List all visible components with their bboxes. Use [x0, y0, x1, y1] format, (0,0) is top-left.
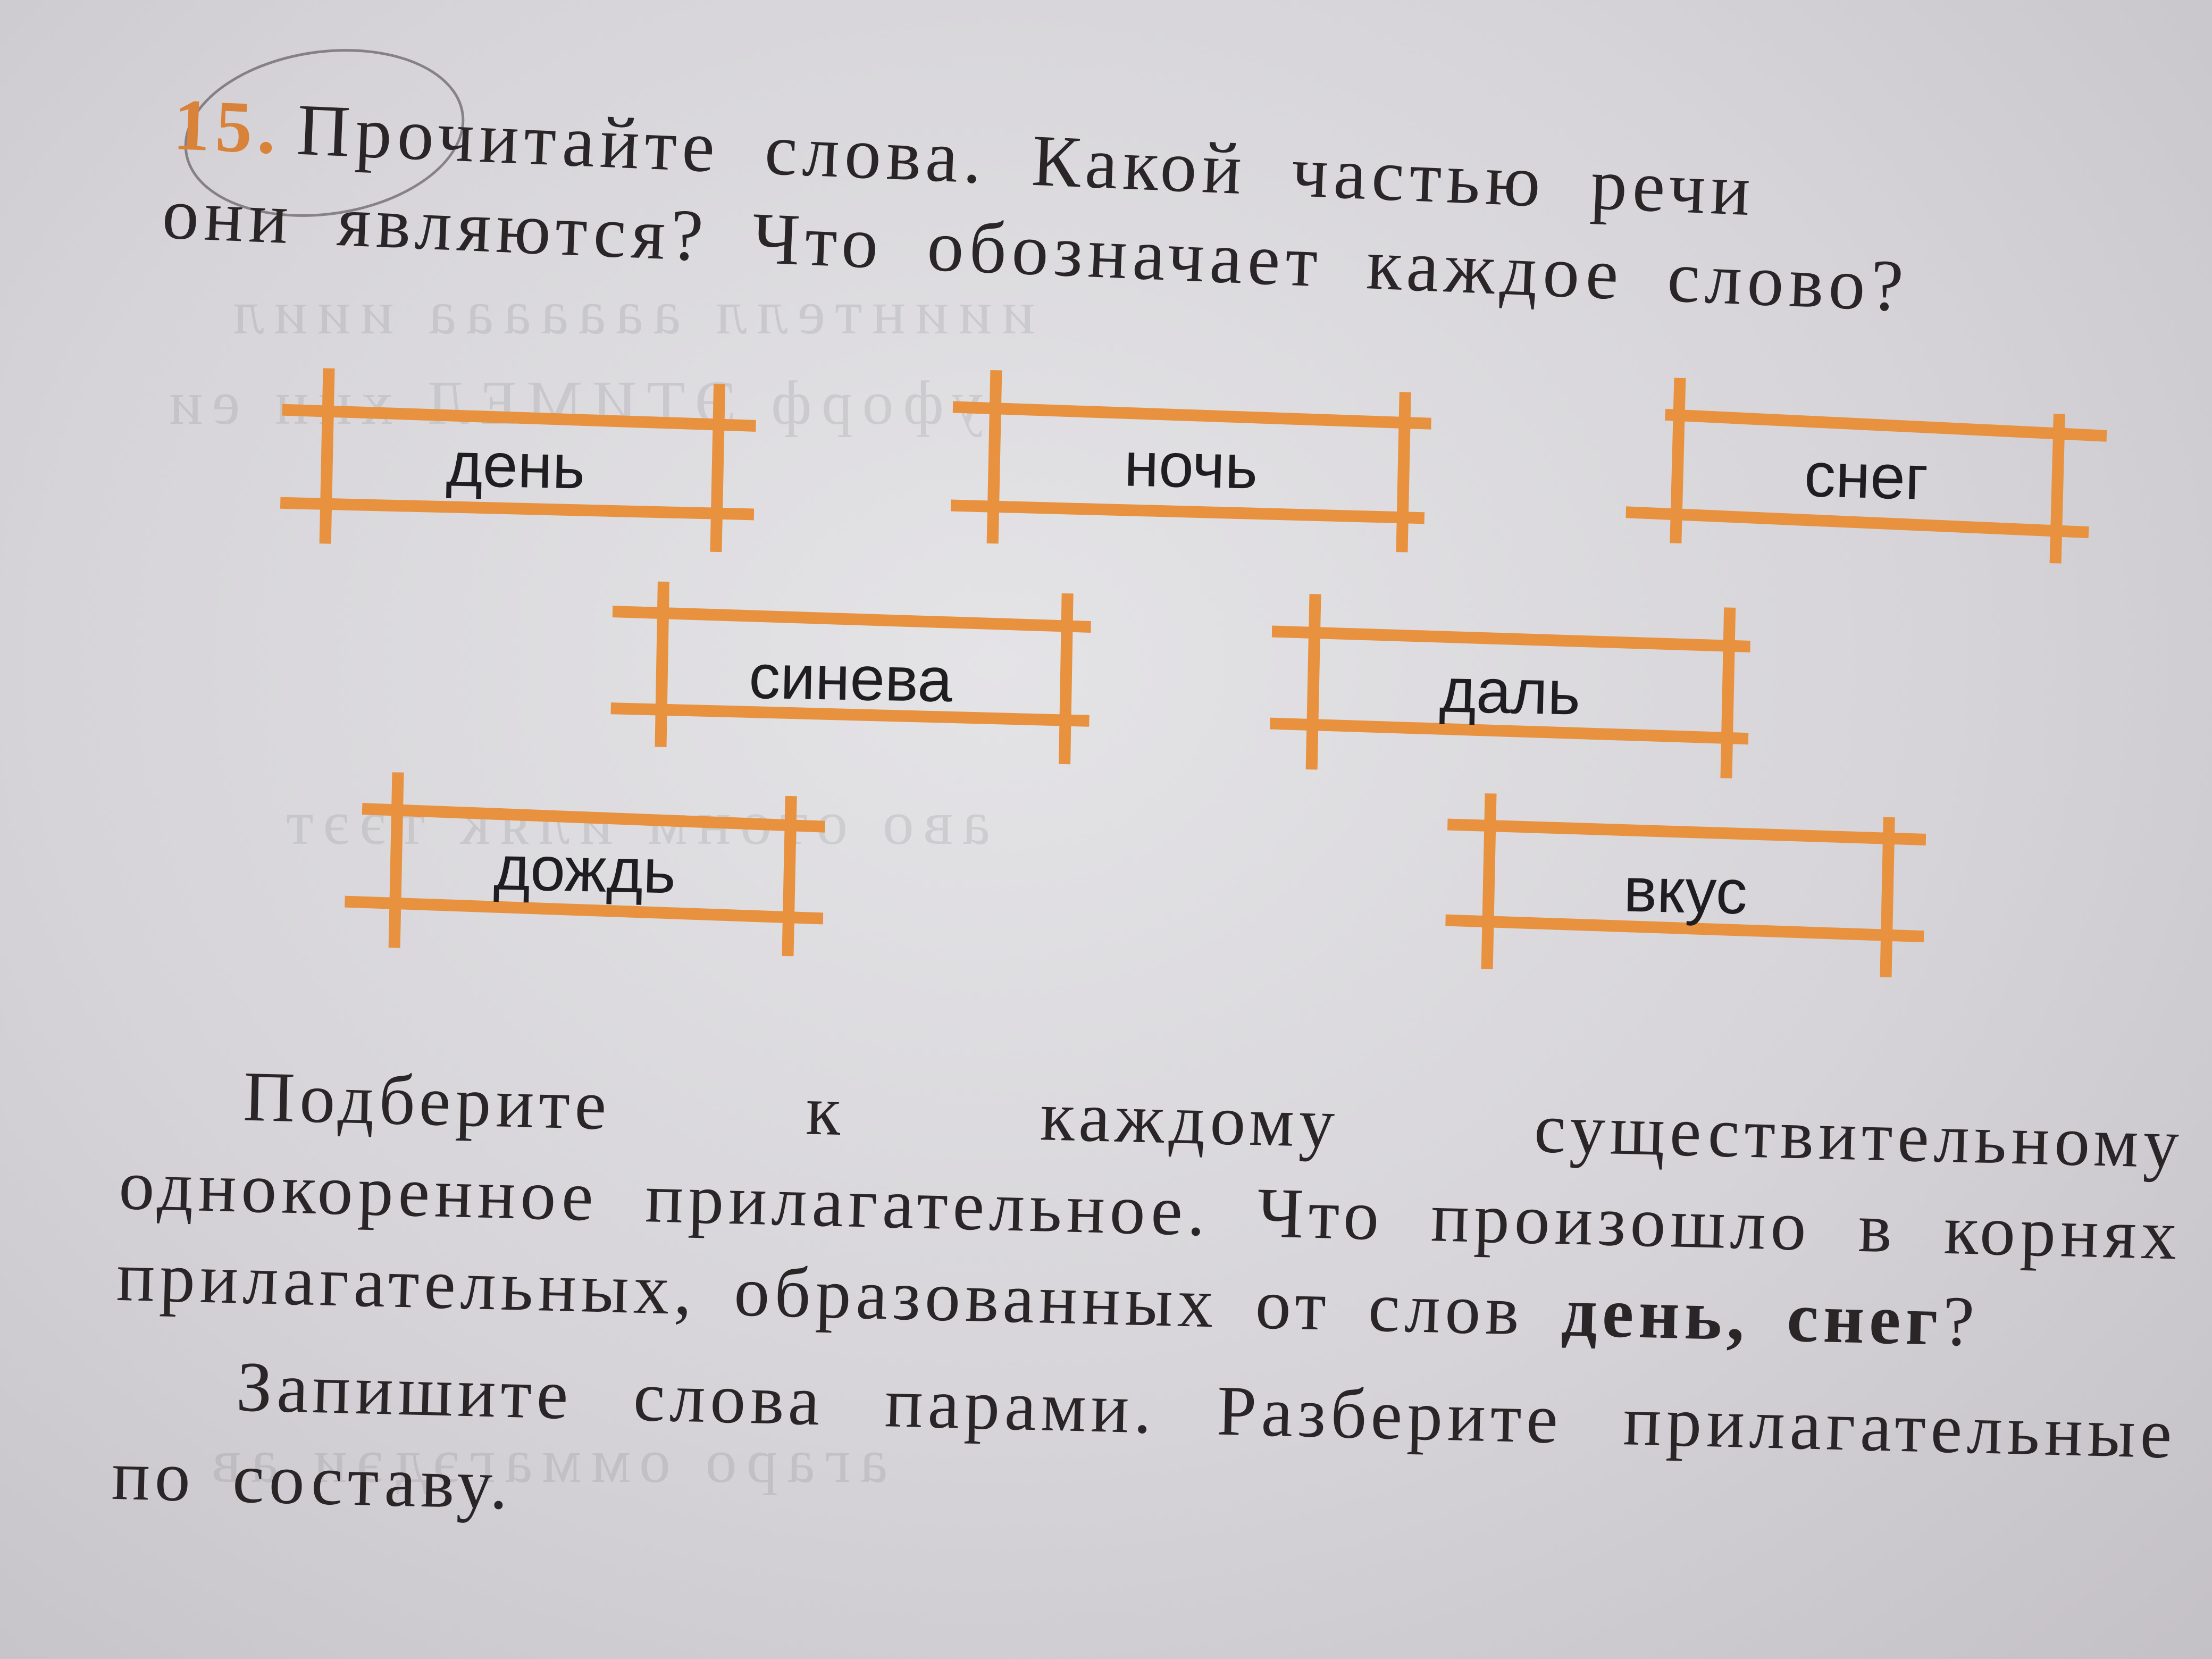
paragraph-2-text: Запишите слова парами. Разберите прилага…: [111, 1347, 2178, 1524]
exercise-number: 15.: [172, 83, 283, 170]
word-frame-den: день: [275, 367, 757, 553]
frame-lines: [950, 370, 1432, 553]
frame-lines: [1269, 593, 1752, 779]
paragraph-1-end: ?: [1941, 1281, 1980, 1361]
word-label: синева: [748, 641, 953, 716]
task-paragraph-2: Запишите слова парами. Разберите прилага…: [111, 1338, 2178, 1571]
frame-lines: [1444, 792, 1927, 978]
word-frame-vkus: вкус: [1444, 792, 1927, 978]
frame-lines: [343, 771, 826, 957]
word-label: день: [445, 429, 586, 502]
word-frame-dal: даль: [1269, 593, 1752, 779]
word-frame-dozhd: дождь: [343, 771, 826, 957]
word-frame-noch: ночь: [950, 367, 1432, 553]
word-label: снег: [1803, 439, 1929, 514]
word-label: даль: [1439, 655, 1581, 728]
frame-lines: [610, 581, 1092, 765]
task-body: Подберите к каждому существительному одн…: [111, 1048, 2185, 1571]
frame-lines: [1624, 377, 2108, 565]
word-label: дождь: [493, 833, 677, 907]
indent: [121, 1117, 243, 1120]
task-paragraph-1: Подберите к каждому существительному одн…: [115, 1048, 2185, 1372]
paragraph-1-bold-words: день, снег: [1560, 1272, 1944, 1360]
frame-lines: [280, 367, 757, 553]
word-label: ночь: [1123, 429, 1259, 502]
word-label: вкус: [1623, 854, 1748, 928]
word-frame-sneg: снег: [1624, 376, 2108, 565]
indent: [113, 1407, 236, 1411]
word-frame-sineva: синева: [610, 581, 1092, 765]
